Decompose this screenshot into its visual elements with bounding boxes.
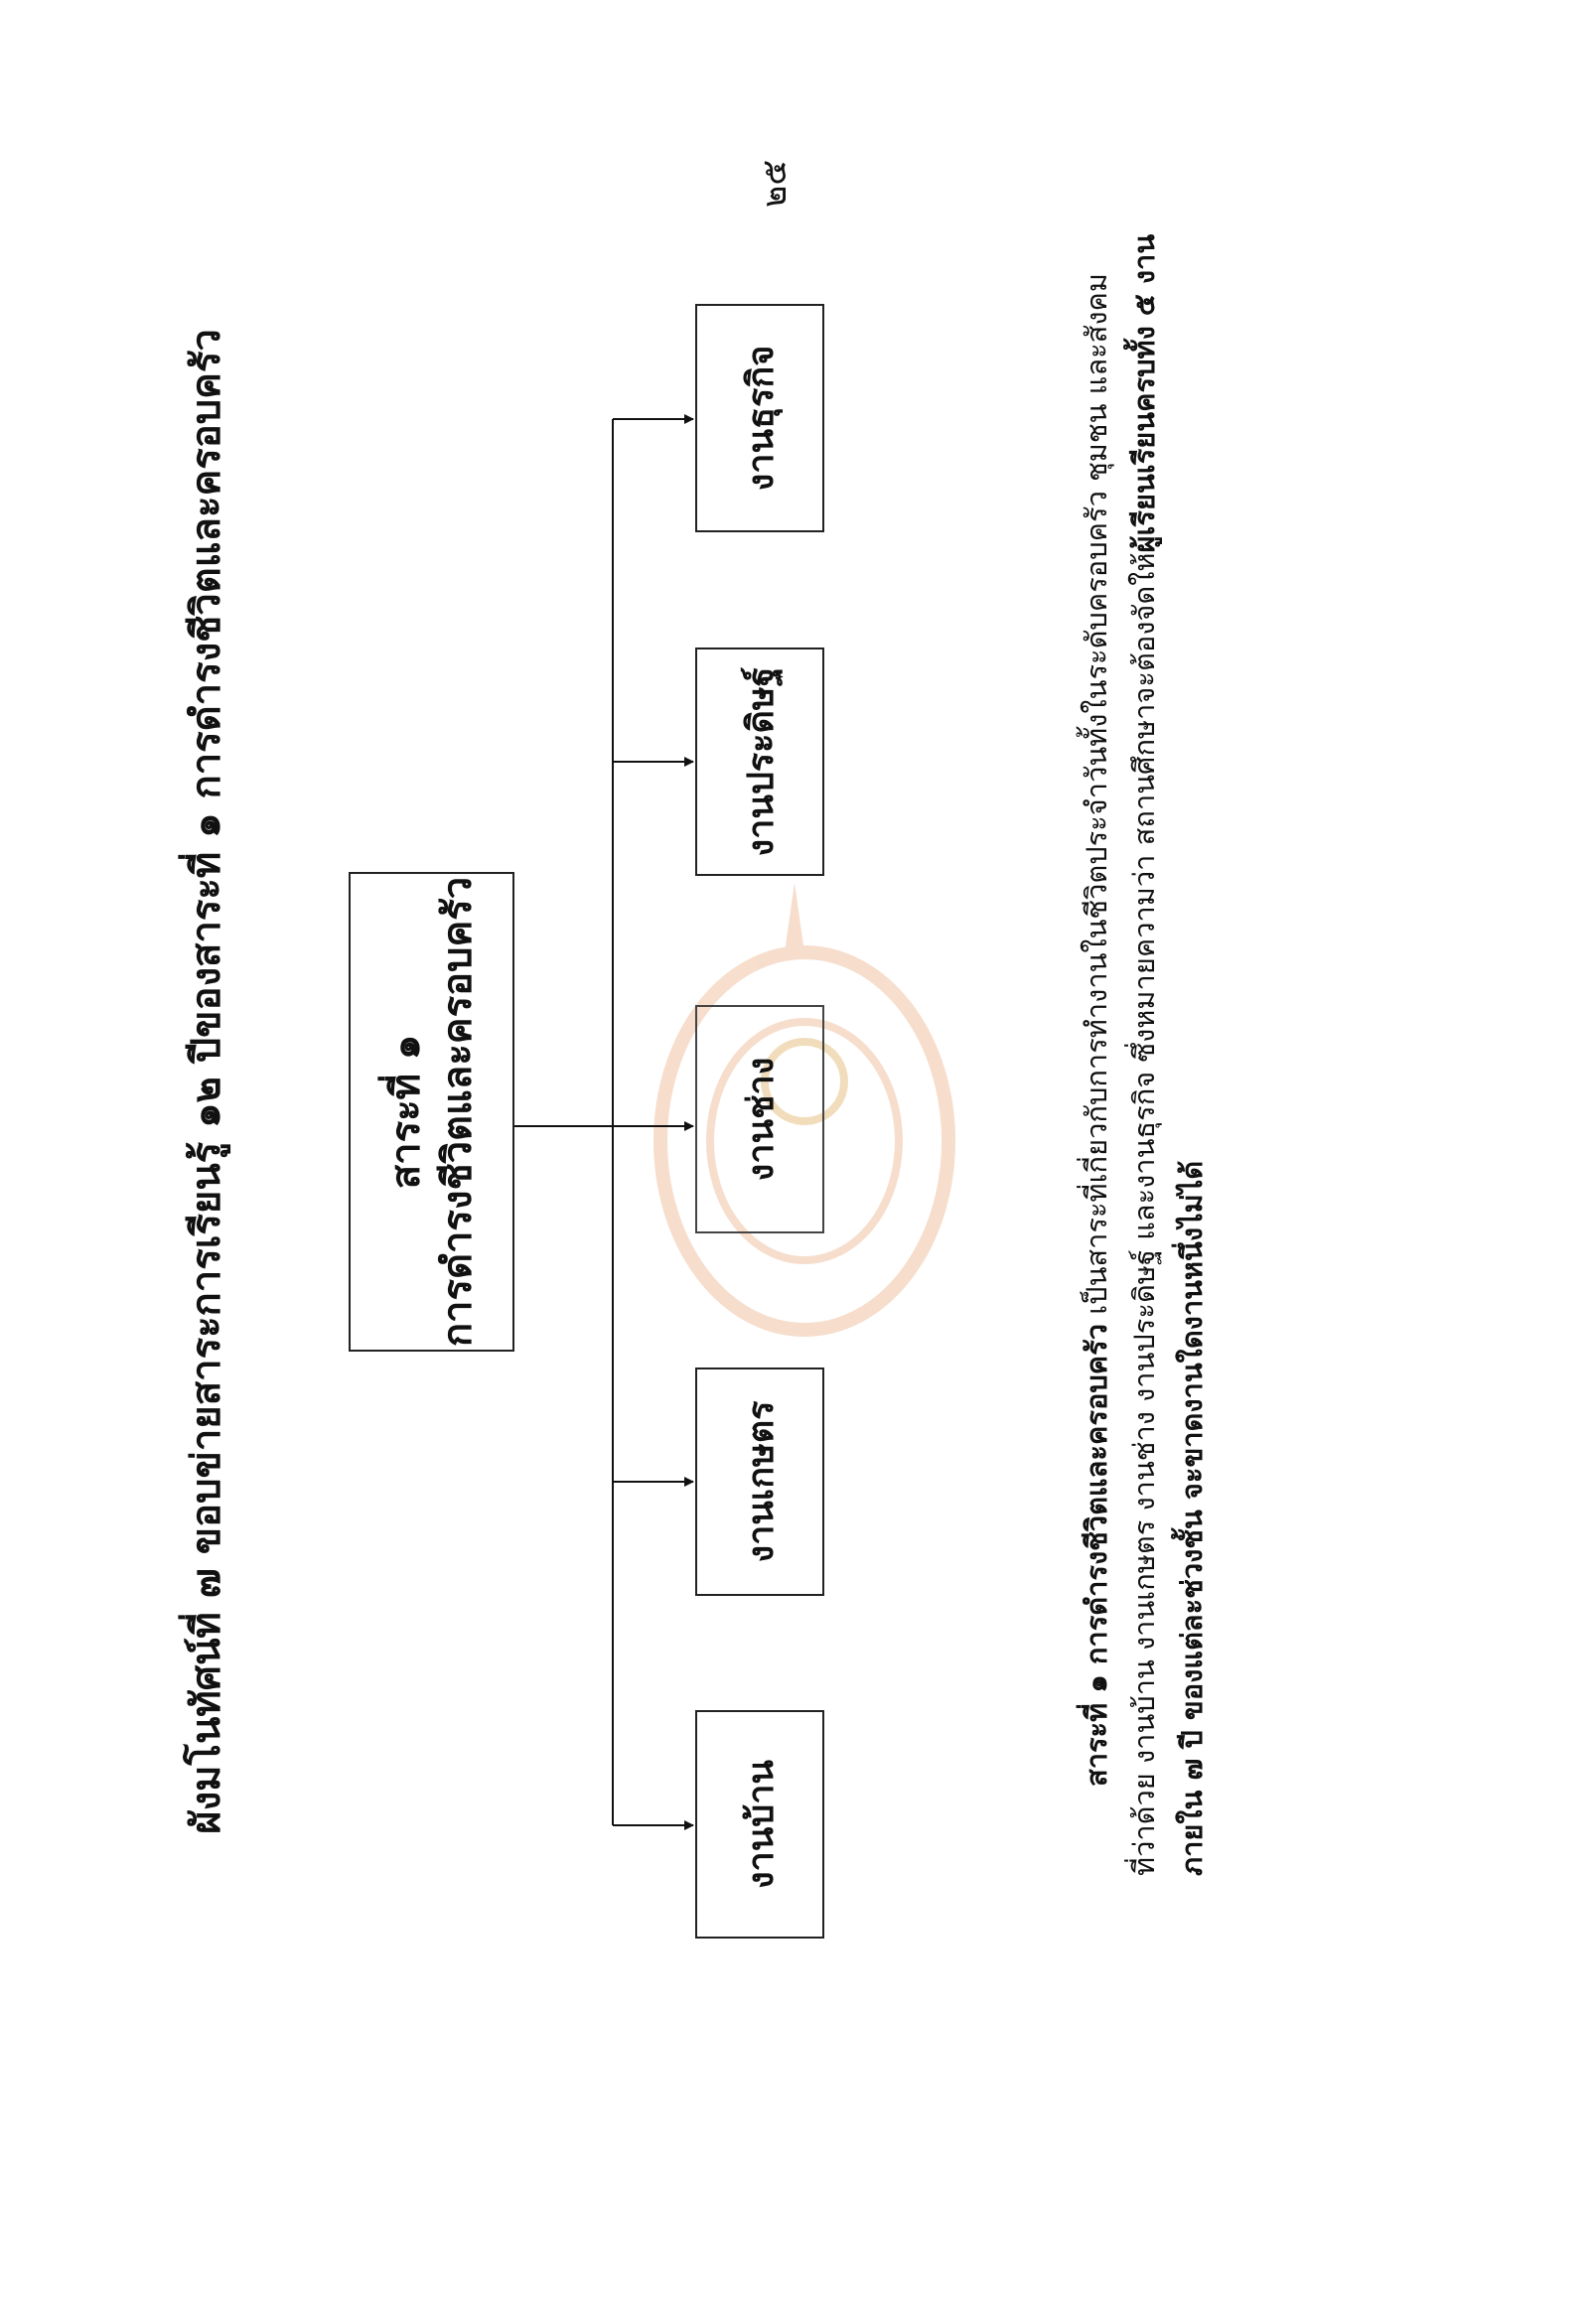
bold-text: ภายใน ๗ ปี ของแต่ละช่วงชั้น จะขาดงานใดงา… (1175, 1160, 1209, 1876)
paragraph-line: สาระที่ ๑ การดำรงชีวิตและครอบครัว เป็นสา… (1073, 208, 1120, 1876)
description-paragraph: สาระที่ ๑ การดำรงชีวิตและครอบครัว เป็นสา… (1073, 208, 1216, 1876)
paragraph-line: ที่ว่าด้วย งานบ้าน งานเกษตร งานช่าง งานป… (1120, 208, 1168, 1876)
child-node: งานเกษตร (695, 1367, 824, 1596)
child-node: งานช่าง (695, 1005, 824, 1233)
page-number: ๒๕ (755, 159, 795, 208)
root-label-2: การดำรงชีวิตและครอบครัว (433, 876, 481, 1348)
child-node: งานธุรกิจ (695, 304, 824, 532)
bold-text: ผู้เรียนเรียนครบทั้ง ๕ งาน (1127, 233, 1161, 553)
bold-text: สาระที่ ๑ การดำรงชีวิตและครอบครัว (1080, 1323, 1113, 1787)
paragraph-line: ภายใน ๗ ปี ของแต่ละช่วงชั้น จะขาดงานใดงา… (1168, 208, 1216, 1876)
text: ที่ว่าด้วย งานบ้าน งานเกษตร งานช่าง งานป… (1127, 552, 1161, 1877)
child-node: งานประดิษฐ์ (695, 648, 824, 876)
root-label-1: สาระที่ ๑ (381, 1034, 429, 1190)
watermark-seal (653, 883, 955, 1337)
root-node: สาระที่ ๑ การดำรงชีวิตและครอบครัว (349, 872, 514, 1352)
text: เป็นสาระที่เกี่ยวกับการทำงานในชีวิตประจำ… (1080, 272, 1113, 1324)
child-node: งานบ้าน (695, 1710, 824, 1939)
page-title: ผังมโนทัศน์ที่ ๗ ขอบข่ายสาระการเรียนรู้ … (183, 329, 229, 1834)
